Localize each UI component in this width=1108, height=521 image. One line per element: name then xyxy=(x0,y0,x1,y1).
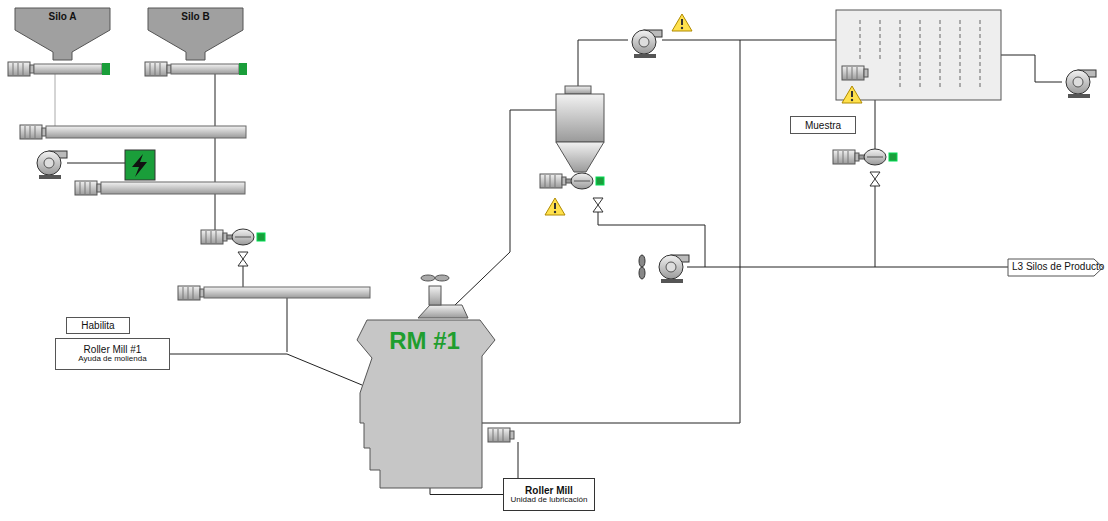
process-line xyxy=(875,100,876,152)
warning-icon xyxy=(842,86,862,103)
connector-line xyxy=(170,354,362,385)
bag-filter xyxy=(860,20,861,60)
screw-conveyor xyxy=(204,287,370,298)
mill-classifier xyxy=(488,428,514,442)
process-line xyxy=(215,74,216,126)
process-line xyxy=(1001,55,1062,82)
process-line xyxy=(215,138,216,182)
process-line xyxy=(55,74,56,126)
silo: Silo B xyxy=(148,8,243,60)
process-line xyxy=(215,194,216,230)
fan-propeller xyxy=(639,255,645,267)
process-line xyxy=(482,40,740,423)
screw-conveyor xyxy=(46,126,246,138)
bag-filter xyxy=(960,20,961,90)
warning-icon xyxy=(672,14,692,31)
connector xyxy=(430,488,503,495)
bag-filter xyxy=(980,20,981,90)
screw-conveyor xyxy=(8,62,370,300)
mill-classifier xyxy=(421,275,435,281)
bag-filter xyxy=(880,20,881,60)
process-line xyxy=(455,110,556,305)
bag-filter xyxy=(920,20,921,90)
connector-line xyxy=(430,488,503,495)
connector xyxy=(170,354,362,385)
node-text: L3 Silos de Producto xyxy=(1012,261,1104,272)
screw-conveyor xyxy=(101,182,245,194)
node-text: Muestra xyxy=(805,120,841,131)
node-text: Silo A xyxy=(49,11,77,22)
cyclone xyxy=(556,86,604,172)
fan-propeller xyxy=(639,267,645,279)
process-line xyxy=(687,267,1008,268)
screw-conveyor xyxy=(102,63,110,75)
mill-classifier xyxy=(435,275,449,281)
bag-filter xyxy=(940,20,941,90)
screw-conveyor xyxy=(75,181,101,195)
rotary-valve xyxy=(833,149,897,165)
rotary-valve xyxy=(238,252,248,266)
process-line xyxy=(55,40,1062,478)
fan-propeller xyxy=(639,255,645,279)
node-text: RM #1 xyxy=(389,328,460,354)
silo-outline xyxy=(148,8,243,60)
bag-filter xyxy=(836,10,1001,100)
screw-conveyor xyxy=(34,64,102,74)
screw-conveyor xyxy=(239,63,247,75)
button-box: Habilita xyxy=(66,317,130,334)
screw-conveyor xyxy=(20,125,46,139)
power-box xyxy=(132,154,147,177)
power-box xyxy=(125,150,155,180)
rotary-valve xyxy=(870,172,880,186)
bag-filter xyxy=(900,20,901,90)
node-text: Silo B xyxy=(181,11,209,22)
cyclone xyxy=(565,86,591,94)
rotary-valve xyxy=(540,173,604,189)
warning-icon xyxy=(545,14,862,215)
blower xyxy=(659,255,689,283)
screw-conveyor xyxy=(171,64,239,74)
destination-arrow: L3 Silos de Producto xyxy=(1008,259,1103,276)
blower xyxy=(37,151,67,179)
mill-classifier xyxy=(418,305,468,318)
screw-conveyor xyxy=(8,62,34,76)
screw-conveyor xyxy=(145,62,171,76)
lubrication-box: Roller MillUnidad de lubricación xyxy=(503,478,595,511)
silo: Silo A xyxy=(15,8,110,60)
blower xyxy=(632,30,662,58)
cyclone xyxy=(556,142,604,172)
node-text: Unidad de lubricación xyxy=(511,496,588,505)
bag-filter xyxy=(860,20,980,90)
process-line xyxy=(875,186,876,267)
label-box: Roller Mill #1Ayuda de molienda xyxy=(55,338,170,370)
node-text: Habilita xyxy=(81,320,114,331)
silo-outline xyxy=(15,8,110,60)
screw-conveyor xyxy=(178,286,204,300)
process-line xyxy=(578,40,628,86)
rotary-valve xyxy=(201,229,265,245)
mill-outline xyxy=(357,320,495,488)
process-line xyxy=(518,442,519,478)
roller-mill: RM #1 xyxy=(352,298,497,493)
process-line xyxy=(67,163,125,164)
power-box xyxy=(125,150,155,180)
warning-icon xyxy=(545,198,565,215)
bag-filter xyxy=(836,10,1001,100)
process-line xyxy=(662,40,836,41)
process-line xyxy=(243,266,244,287)
rotary-valve xyxy=(201,149,897,266)
node-text: Ayuda de molienda xyxy=(78,355,146,364)
rotary-valve xyxy=(593,198,603,212)
mill-classifier xyxy=(429,286,441,305)
node-text: Roller Mill #1 xyxy=(84,344,142,355)
blower xyxy=(1066,70,1096,98)
label-box: Muestra xyxy=(790,116,856,134)
process-line xyxy=(287,298,288,352)
node-text: Roller Mill xyxy=(525,485,573,496)
cyclone xyxy=(556,94,604,142)
bag-filter xyxy=(842,66,868,80)
